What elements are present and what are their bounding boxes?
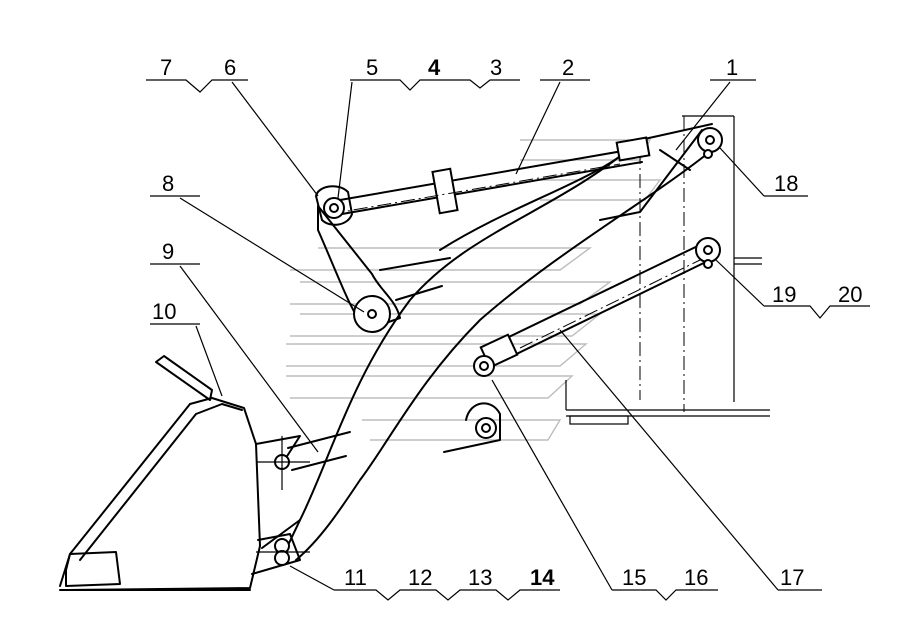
label-16: 16	[684, 565, 708, 590]
lower-link	[443, 402, 501, 453]
label-9: 9	[162, 239, 174, 264]
label-2: 2	[562, 55, 574, 80]
upper-pivot	[697, 127, 723, 269]
label-15: 15	[622, 565, 646, 590]
label-10: 10	[152, 299, 176, 324]
bucket	[59, 355, 310, 591]
watermark-logo	[286, 139, 662, 441]
mounting-frame	[565, 115, 770, 425]
label-13: 13	[468, 565, 492, 590]
label-20: 20	[838, 282, 862, 307]
label-18: 18	[774, 171, 798, 196]
label-8: 8	[162, 171, 174, 196]
label-19: 19	[772, 282, 796, 307]
label-14: 14	[530, 565, 555, 590]
label-4: 4	[428, 55, 441, 80]
lower-cylinder	[473, 237, 721, 377]
label-17: 17	[780, 565, 804, 590]
label-1: 1	[726, 55, 738, 80]
label-7: 7	[160, 55, 172, 80]
tilt-rod	[287, 431, 351, 471]
label-6: 6	[224, 55, 236, 80]
label-11: 11	[344, 565, 367, 590]
part-labels: 7 6 5 4 3 2 1 8 9 10 18 19 20 11 12 13 1…	[152, 55, 862, 590]
boom-arm	[281, 123, 713, 561]
upper-cylinder	[329, 136, 651, 215]
rocker-link	[315, 185, 451, 333]
leader-lines	[146, 79, 870, 601]
label-5: 5	[366, 55, 378, 80]
label-3: 3	[490, 55, 502, 80]
label-12: 12	[408, 565, 432, 590]
